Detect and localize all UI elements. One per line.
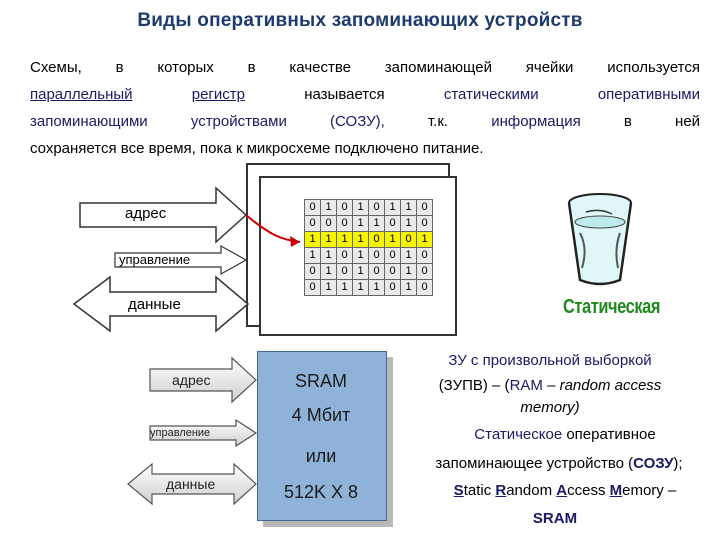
memory-cell: 1	[352, 215, 369, 232]
word-devices: устройствами	[190, 113, 287, 130]
memory-cell: 0	[384, 263, 401, 280]
storage-suffix: );	[673, 455, 683, 472]
control-arrow-shape	[114, 244, 248, 276]
word-since: т.к.	[427, 113, 449, 130]
link-parallel[interactable]: параллельный	[30, 86, 133, 103]
address-arrow-shape	[79, 186, 248, 244]
bottom-control-label: управление	[150, 427, 211, 439]
data-arrow-shape	[72, 275, 250, 333]
memory-cell: 0	[368, 247, 385, 264]
word-sozu: (СОЗУ),	[330, 113, 385, 130]
address-pointer-arrowhead	[290, 236, 300, 247]
memory-cell: 1	[368, 215, 385, 232]
word-static-ram: Статическое	[474, 426, 563, 443]
ram-abbr: RAM	[509, 377, 543, 394]
letter-s: S	[453, 482, 464, 499]
memory-cell: 1	[368, 279, 385, 296]
memory-cell: 0	[416, 215, 433, 232]
memory-cell: 0	[416, 199, 433, 216]
word-ccess: ccess	[567, 482, 610, 499]
sozu-abbr: СОЗУ	[633, 455, 674, 472]
word-it: ней	[675, 113, 701, 130]
bottom-data-arrow	[127, 462, 257, 506]
storage-prefix: запоминающее устройство (	[435, 455, 634, 472]
memory-cell: 0	[384, 279, 401, 296]
letter-a: A	[556, 482, 568, 499]
sram-abbr-line: SRAM	[532, 510, 578, 527]
glass-icon	[567, 193, 633, 286]
word-andom: andom	[506, 482, 557, 499]
memory-cell: 1	[320, 263, 337, 280]
data-label: данные	[128, 296, 181, 313]
memory-cell: 1	[400, 247, 417, 264]
memory-cell: 1	[336, 279, 353, 296]
word-memory: запоминающими	[30, 113, 148, 130]
paragraph-line-2: параллельный регистр называется статичес…	[30, 82, 700, 108]
memory-cell: 1	[352, 279, 369, 296]
memory-cell: 1	[320, 279, 337, 296]
memory-cell: 0	[368, 199, 385, 216]
memory-cell: 1	[400, 263, 417, 280]
address-label: адрес	[125, 205, 167, 222]
bottom-address-arrow	[149, 356, 257, 404]
page-title: Виды оперативных запоминающих устройств	[137, 10, 583, 31]
memory-cell: 1	[352, 199, 369, 216]
ram-prefix: (ЗУПВ) – (	[438, 377, 510, 394]
ram-expansion: – random access	[542, 377, 662, 394]
memory-cell: 1	[320, 231, 337, 248]
control-label: управление	[119, 252, 191, 267]
sram-organization: 512K X 8	[283, 482, 359, 502]
zupv-line: ЗУ с произвольной выборкой	[448, 352, 652, 369]
description-paragraph: Схемы, в которых в качестве запоминающей…	[30, 55, 700, 165]
memory-cell: 0	[336, 199, 353, 216]
memory-cell: 1	[304, 247, 321, 264]
word-emory: emory –	[622, 482, 677, 499]
static-caption: Статическая	[563, 296, 661, 318]
static-random-access-line: Static Random Access Memory –	[420, 482, 710, 499]
paragraph-line-1: Схемы, в которых в качестве запоминающей…	[30, 59, 700, 76]
word-operative-ram: оперативное	[562, 426, 656, 443]
memory-cell: 0	[336, 215, 353, 232]
memory-cell: 0	[336, 247, 353, 264]
bottom-address-label: адрес	[172, 372, 211, 388]
sram-capacity: 4 Мбит	[291, 405, 351, 425]
bottom-data-label: данные	[166, 476, 216, 492]
letter-m: M	[609, 482, 623, 499]
word-information: информация	[491, 113, 581, 130]
bottom-control-arrow	[149, 418, 258, 448]
paragraph-line-3: запоминающими устройствами (СОЗУ), т.к. …	[30, 109, 700, 135]
memory-cell: 0	[304, 263, 321, 280]
memory-line: memory)	[520, 399, 580, 416]
word-static: статическими	[443, 86, 539, 103]
word-in: в	[623, 113, 632, 130]
word-is-called: называется	[304, 86, 385, 103]
memory-cell: 1	[320, 247, 337, 264]
paragraph-line-4: сохраняется все время, пока к микросхеме…	[30, 140, 484, 157]
memory-cell: 0	[304, 215, 321, 232]
memory-cell: 0	[416, 279, 433, 296]
storage-device-line: запоминающее устройство (СОЗУ);	[404, 455, 714, 472]
word-tatic: tatic	[463, 482, 496, 499]
memory-cell: 0	[400, 231, 417, 248]
memory-cell: 1	[384, 231, 401, 248]
sram-chip	[257, 351, 387, 521]
static-ram-line: Статическое оперативное	[420, 426, 710, 443]
memory-cell: 1	[416, 231, 433, 248]
sram-or: или	[305, 446, 337, 466]
link-register[interactable]: регистр	[191, 86, 245, 103]
sram-label: SRAM	[294, 371, 347, 391]
word-operative: оперативными	[597, 86, 700, 103]
ram-line: (ЗУПВ) – (RAM – random access	[405, 377, 695, 394]
letter-r: R	[495, 482, 507, 499]
